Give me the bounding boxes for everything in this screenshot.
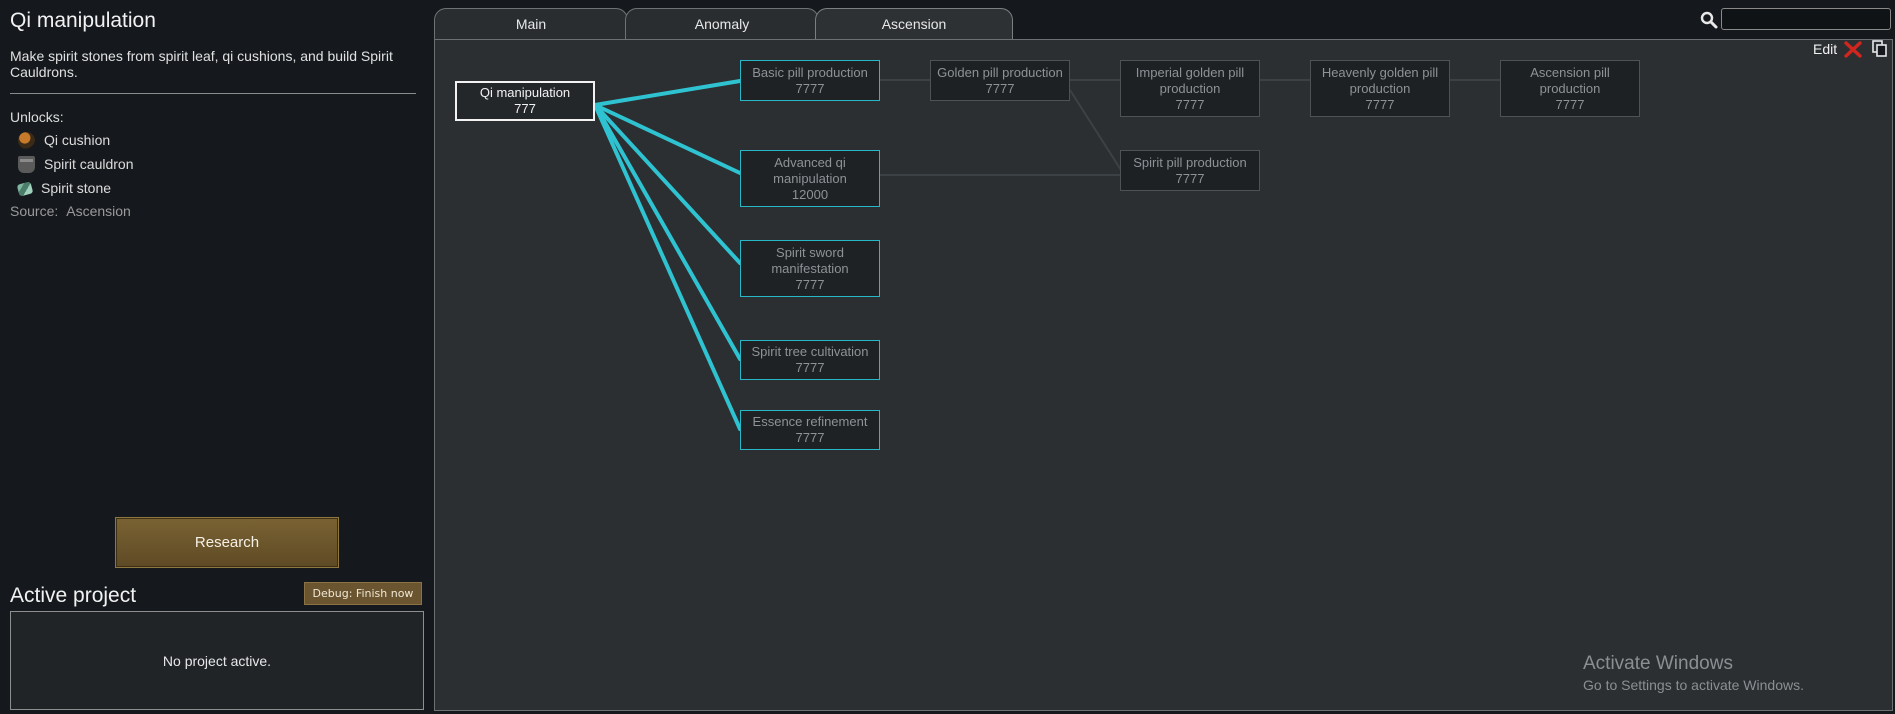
link-qi-essence — [593, 103, 742, 431]
node-name: Spirit tree cultivation — [751, 344, 869, 359]
unlock-item-label: Qi cushion — [44, 132, 111, 148]
link-qi-advanced — [593, 103, 742, 175]
tab-anomaly[interactable]: Anomaly — [625, 8, 819, 39]
project-info-panel: Qi manipulation Make spirit stones from … — [0, 0, 430, 714]
node-name: Golden pill production — [937, 64, 1063, 80]
node-name: Basic pill production — [752, 64, 868, 80]
spirit-cauldron-icon — [18, 155, 35, 173]
unlock-item-label: Spirit cauldron — [44, 156, 134, 172]
unlock-item-spirit-cauldron[interactable]: Spirit cauldron — [18, 154, 134, 174]
divider — [10, 93, 416, 94]
debug-finish-now-button[interactable]: Debug: Finish now — [304, 582, 422, 605]
node-cost: 7777 — [795, 276, 825, 292]
node-name: Heavenly golden pill production — [1321, 64, 1439, 96]
node-cost: 7777 — [1175, 96, 1205, 112]
qi-cushion-icon — [18, 131, 35, 149]
tab-main[interactable]: Main — [434, 8, 628, 39]
node-name: Spirit pill production — [1133, 154, 1247, 170]
project-title: Qi manipulation — [10, 9, 156, 32]
edit-label[interactable]: Edit — [1813, 41, 1838, 57]
source-line: Source: Ascension — [10, 203, 131, 219]
node-cost: 7777 — [985, 80, 1015, 96]
node-cost: 12000 — [791, 186, 829, 202]
active-project-title: Active project — [10, 584, 137, 607]
search-input[interactable] — [1721, 8, 1891, 30]
close-icon[interactable] — [1843, 40, 1863, 59]
node-name: Advanced qi manipulation — [773, 154, 847, 186]
node-cost: 7777 — [795, 360, 825, 375]
unlock-item-label: Spirit stone — [41, 180, 112, 196]
node-name: Spirit sword manifestation — [771, 244, 849, 276]
available-links — [593, 79, 742, 431]
node-name: Essence refinement — [752, 414, 868, 429]
active-project-box: No project active. — [10, 611, 424, 710]
source-value: Ascension — [66, 203, 131, 219]
node-cost: 7777 — [795, 430, 825, 445]
link-qi-sword — [593, 103, 742, 265]
link-qi-basic — [593, 79, 742, 107]
node-name: Ascension pill production — [1530, 64, 1610, 96]
spirit-stone-icon — [16, 181, 34, 197]
project-description: Make spirit stones from spirit leaf, qi … — [10, 48, 393, 80]
search-icon — [1700, 11, 1718, 29]
node-cost: 7777 — [1365, 96, 1395, 112]
no-project-text: No project active. — [162, 652, 272, 669]
node-name: Qi manipulation — [479, 85, 571, 100]
activate-windows-title: Activate Windows — [1583, 653, 1733, 674]
activate-windows-subtitle: Go to Settings to activate Windows. — [1583, 677, 1804, 693]
research-button[interactable]: Research — [115, 517, 339, 568]
unlock-item-qi-cushion[interactable]: Qi cushion — [18, 130, 110, 150]
tab-ascension[interactable]: Ascension — [815, 8, 1013, 39]
unlock-item-spirit-stone[interactable]: Spirit stone — [16, 178, 112, 198]
node-cost: 7777 — [1175, 170, 1205, 186]
link-qi-tree — [593, 103, 742, 361]
node-cost: 7777 — [795, 80, 825, 96]
source-label: Source: — [10, 203, 59, 219]
node-cost: 777 — [514, 101, 536, 116]
node-name: Imperial golden pill production — [1135, 64, 1245, 96]
locked-links — [880, 79, 1501, 176]
node-cost: 7777 — [1555, 96, 1585, 112]
unlocks-label: Unlocks: — [10, 109, 64, 125]
link-golden-spiritpill — [1069, 89, 1122, 171]
copy-icon[interactable] — [1872, 40, 1887, 57]
tree-connections — [593, 79, 1501, 431]
